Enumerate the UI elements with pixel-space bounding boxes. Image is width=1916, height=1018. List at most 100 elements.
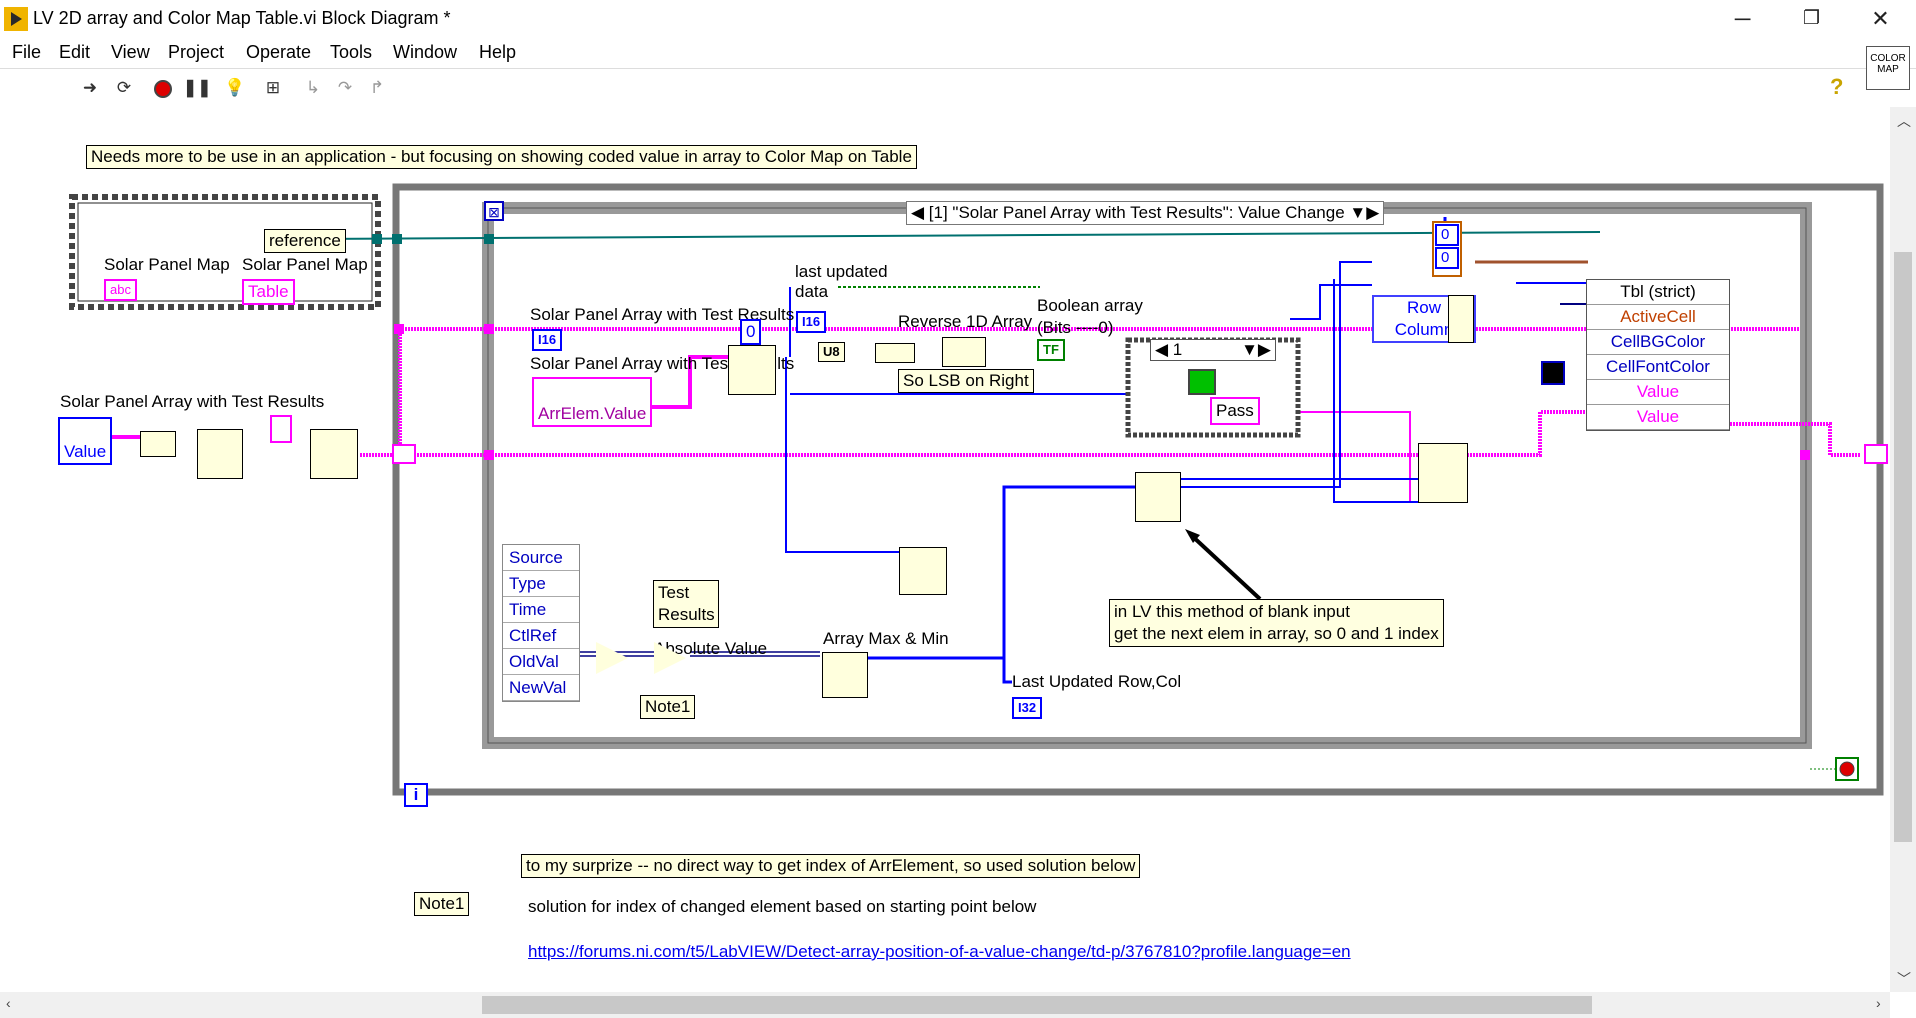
zero-constant[interactable]: 0 [740,319,761,345]
cluster-constant[interactable]: 0 0 [1432,221,1462,277]
event-case-label: [1] "Solar Panel Array with Test Results… [929,203,1345,222]
lsb-note: So LSB on Right [898,369,1034,393]
subtract-node[interactable] [596,642,628,674]
close-button[interactable]: ✕ [1846,0,1915,38]
array-max-min-label: Array Max & Min [823,629,949,649]
tf-indicator[interactable]: TF [1037,339,1065,361]
run-continuously-icon[interactable]: ⟳ [111,76,137,100]
menu-bar: File Edit View Project Operate Tools Win… [0,38,1916,68]
surprise-note: to my surprize -- no direct way to get i… [521,854,1140,878]
menu-window[interactable]: Window [393,42,457,63]
event-data-node[interactable]: Source Type Time CtlRef OldVal NewVal [502,544,580,702]
index-array-node[interactable] [1418,443,1468,503]
menu-help[interactable]: Help [479,42,516,63]
solar-panel-map-label: Solar Panel Map [104,255,230,275]
prop-cellfontcolor[interactable]: CellFontColor [1587,355,1729,380]
event-ctlref[interactable]: CtlRef [503,623,579,649]
solar-array-label: Solar Panel Array with Test Results [60,392,324,412]
context-help-icon[interactable]: ? [1830,74,1843,100]
test-results-note: Test Results [653,580,719,628]
last-updated-rowcol-label: Last Updated Row,Col [1012,672,1181,692]
reverse-1d-label: Reverse 1D Array [898,312,1032,332]
event-type[interactable]: Type [503,571,579,597]
array-max-min-node[interactable] [822,652,868,698]
event-oldval[interactable]: OldVal [503,649,579,675]
menu-edit[interactable]: Edit [59,42,90,63]
table-ref-terminal[interactable]: Table [242,279,295,305]
window-title: LV 2D array and Color Map Table.vi Block… [33,8,451,29]
menu-project[interactable]: Project [168,42,224,63]
block-diagram-canvas[interactable]: Needs more to be use in an application -… [0,107,1890,992]
restore-button[interactable]: ❐ [1777,0,1846,38]
labview-app-icon [4,7,28,31]
prop-value-in[interactable]: Value [1587,380,1729,405]
replace-subset-node[interactable] [310,429,358,479]
horizontal-scroll-thumb[interactable] [482,996,1592,1014]
event-newval[interactable]: NewVal [503,675,579,701]
scroll-up-icon[interactable]: ︿ [1897,111,1911,131]
menu-view[interactable]: View [111,42,150,63]
arr-elem-value-node[interactable]: ArrElem.Value [532,377,652,427]
abort-icon[interactable] [150,76,176,100]
array-index-blank-node[interactable] [1135,472,1181,522]
prop-header: Tbl (strict) [1587,280,1729,305]
prop-activecell[interactable]: ActiveCell [1587,305,1729,330]
step-into-icon[interactable]: ↳ [300,76,326,100]
horizontal-scrollbar[interactable]: ‹ › [0,992,1890,1018]
prop-value-out[interactable]: Value [1587,405,1729,430]
step-over-icon[interactable]: ↷ [332,76,358,100]
i16-indicator-a[interactable]: I16 [532,329,562,351]
number-to-bool-array-node[interactable] [875,343,915,363]
search-array-node[interactable] [728,345,776,395]
green-color-constant[interactable] [1188,369,1216,395]
step-out-icon[interactable]: ↱ [364,76,390,100]
menu-operate[interactable]: Operate [246,42,311,63]
pause-icon[interactable]: ❚❚ [183,76,209,100]
event-source[interactable]: Source [503,545,579,571]
absolute-value-node[interactable] [654,642,686,674]
table-property-node[interactable]: Tbl (strict) ActiveCell CellBGColor Cell… [1586,279,1730,431]
title-bar: LV 2D array and Color Map Table.vi Block… [0,0,1916,38]
case-selector[interactable]: ◀ 1 ▼▶ [1150,339,1276,361]
table-conversion-node[interactable] [140,431,176,457]
pass-string-constant[interactable]: Pass [1210,397,1260,425]
timeout-terminal[interactable]: ⊠ [484,201,504,221]
scroll-right-icon[interactable]: › [1876,995,1881,1011]
lv-method-note: in LV this method of blank input get the… [1109,599,1444,647]
prop-cellbgcolor[interactable]: CellBGColor [1587,330,1729,355]
event-case-selector[interactable]: ◀ [1] "Solar Panel Array with Test Resul… [906,201,1384,225]
loop-iteration-terminal[interactable]: i [404,783,428,807]
vertical-scrollbar[interactable]: ︿ ﹀ [1890,107,1916,992]
solar-panel-map-ref-label: Solar Panel Map [242,255,368,275]
minimize-button[interactable]: ─ [1708,0,1777,38]
format-string-node[interactable] [899,547,947,595]
event-time[interactable]: Time [503,597,579,623]
i16-indicator-b[interactable]: I16 [796,311,826,333]
last-updated-data-label: last updated data [795,262,905,302]
case-selector-value: 1 [1173,340,1182,359]
top-note: Needs more to be use in an application -… [86,145,917,169]
vertical-scroll-thumb[interactable] [1894,252,1912,842]
run-icon[interactable]: ➜ [77,76,103,100]
bundle-node[interactable] [1448,295,1474,343]
array-size-node[interactable] [197,429,243,479]
i32-indicator[interactable]: I32 [1012,697,1042,719]
value-property-node[interactable]: Value [58,417,112,465]
u8-conversion-node[interactable]: U8 [818,342,845,362]
forum-link[interactable]: https://forums.ni.com/t5/LabVIEW/Detect-… [528,942,1351,962]
colormap-vi-icon[interactable]: COLOR MAP [1866,46,1910,90]
scroll-down-icon[interactable]: ﹀ [1897,969,1911,989]
string-constant[interactable] [270,415,292,443]
toolbar: ➜ ⟳ ❚❚ 💡 ⊞ ↳ ↷ ↱ [0,68,1916,108]
cluster-const-1[interactable]: 0 [1435,247,1459,269]
abc-string-terminal[interactable]: abc [104,279,137,301]
retain-wire-values-icon[interactable]: ⊞ [260,76,286,100]
menu-tools[interactable]: Tools [330,42,372,63]
reverse-1d-array-node[interactable] [942,337,986,367]
black-color-constant[interactable] [1541,361,1565,385]
solution-text: solution for index of changed element ba… [528,897,1036,917]
menu-file[interactable]: File [12,42,41,63]
cluster-const-0[interactable]: 0 [1435,224,1459,246]
highlight-execution-icon[interactable]: 💡 [222,76,248,100]
scroll-left-icon[interactable]: ‹ [6,995,11,1011]
